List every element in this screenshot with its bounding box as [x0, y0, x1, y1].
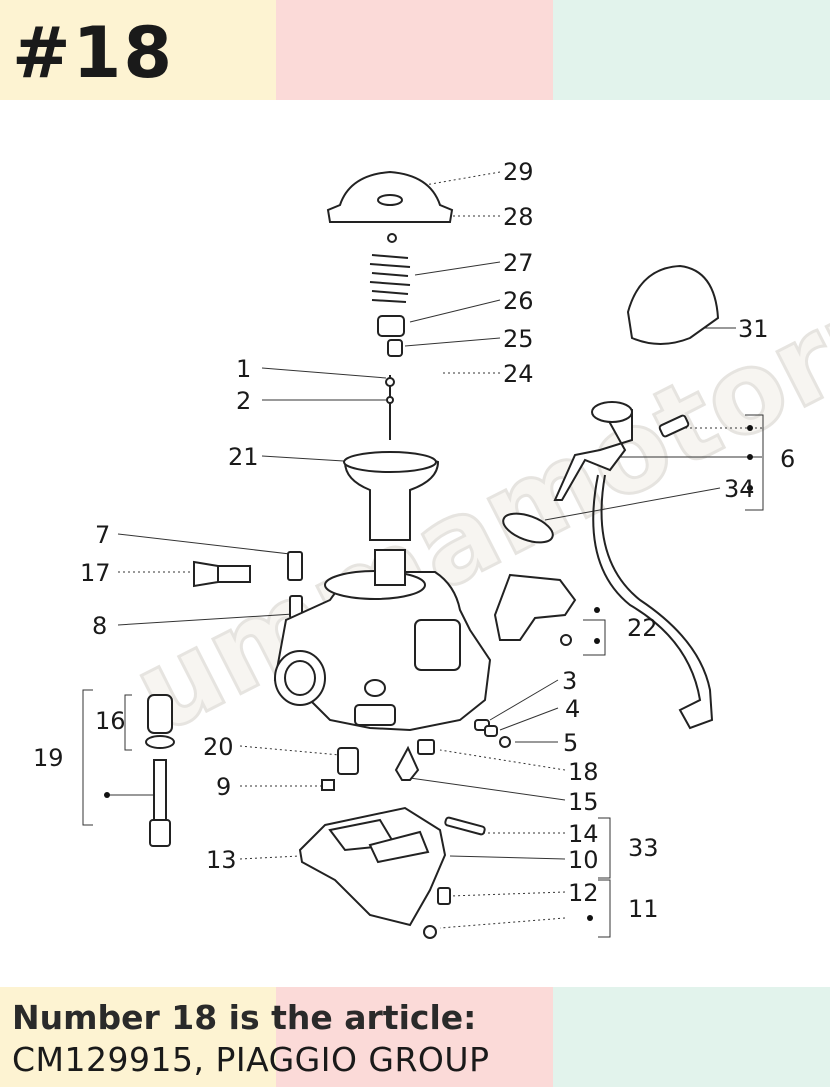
exploded-parts-diagram: ummamotorpartis [33, 124, 830, 939]
callout-8: 8 [92, 612, 107, 640]
header-band [0, 0, 830, 100]
band-pink [276, 987, 553, 1087]
callout-31: 31 [738, 315, 769, 343]
parts-drawing [145, 170, 720, 939]
callout-16: 16 [95, 707, 126, 735]
callout-22: 22 [627, 614, 658, 642]
band-cream [0, 987, 276, 1087]
callout-29: 29 [503, 158, 534, 186]
callout-26: 26 [503, 287, 534, 315]
footer-band [0, 987, 830, 1087]
band-cream [0, 0, 276, 100]
callout-6: 6 [780, 445, 795, 473]
caption-detail: CM129915, PIAGGIO GROUP [12, 1040, 490, 1079]
callout-9: 9 [216, 773, 231, 801]
callout-18: 18 [568, 758, 599, 786]
callout-2: 2 [236, 387, 251, 415]
callout-5: 5 [563, 729, 578, 757]
callout-33: 33 [628, 834, 659, 862]
callout-27: 27 [503, 249, 534, 277]
band-mint [553, 987, 830, 1087]
callout-4: 4 [565, 695, 580, 723]
callout-34: 34 [724, 475, 755, 503]
callout-19: 19 [33, 744, 64, 772]
callout-3: 3 [562, 667, 577, 695]
callout-20: 20 [203, 733, 234, 761]
leader-dots [104, 425, 753, 921]
callout-24: 24 [503, 360, 534, 388]
leader-lines [82, 171, 764, 938]
caption-heading: Number 18 is the article: [12, 998, 477, 1037]
callout-15: 15 [568, 788, 599, 816]
callout-1: 1 [236, 355, 251, 383]
callout-10: 10 [568, 846, 599, 874]
callout-11: 11 [628, 895, 659, 923]
callout-17: 17 [80, 559, 111, 587]
callout-7: 7 [95, 521, 110, 549]
callout-28: 28 [503, 203, 534, 231]
callout-12: 12 [568, 879, 599, 907]
callout-25: 25 [503, 325, 534, 353]
page-title: #18 [12, 12, 175, 94]
callout-21: 21 [228, 443, 259, 471]
band-mint [553, 0, 830, 100]
band-pink [276, 0, 553, 100]
callout-14: 14 [568, 820, 599, 848]
callout-13: 13 [206, 846, 237, 874]
